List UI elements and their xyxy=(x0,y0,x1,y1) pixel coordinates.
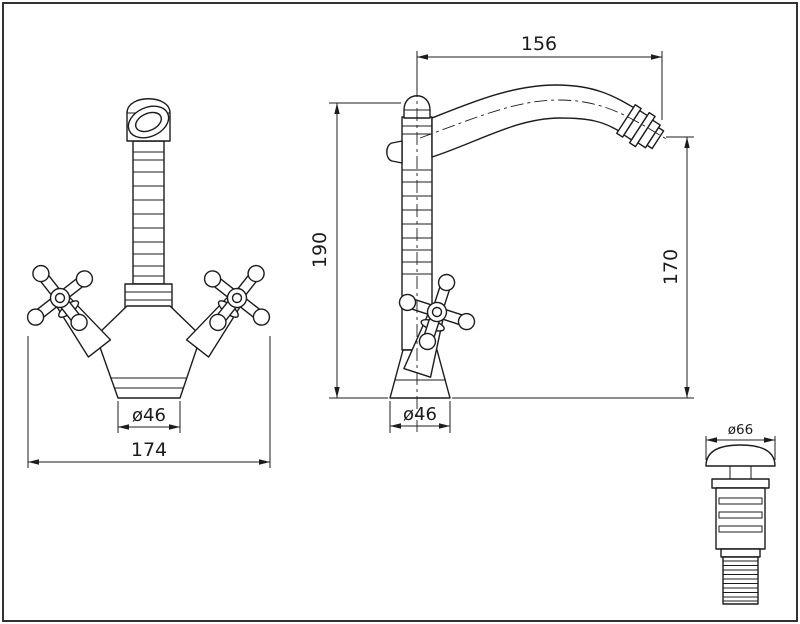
side-spout-height-label: 170 xyxy=(660,249,682,285)
front-base-rings xyxy=(111,377,186,389)
front-column-rings xyxy=(133,151,164,277)
side-aerator xyxy=(616,104,665,150)
drain-cap-diameter-label: ø66 xyxy=(728,422,753,438)
drain-flange xyxy=(711,478,770,489)
front-overall-width-label: 174 xyxy=(131,439,167,461)
drain-cap-stem xyxy=(729,466,752,479)
drain-overflow-slots xyxy=(718,497,763,533)
side-dim-spout-reach: 156 xyxy=(416,33,663,120)
side-finial xyxy=(403,95,431,119)
side-dim-base-diameter: ø46 xyxy=(389,401,451,433)
drain-neck-ring xyxy=(720,548,761,558)
side-spout xyxy=(431,84,637,158)
front-view xyxy=(5,98,291,399)
side-spout-centerline xyxy=(419,99,669,141)
drain-dim-cap-diameter: ø66 xyxy=(705,422,776,460)
side-dim-spout-height: 170 xyxy=(452,136,694,399)
side-dim-overall-height: 190 xyxy=(309,102,401,399)
side-nub xyxy=(386,140,403,164)
drain-thread xyxy=(722,556,759,605)
side-base-diameter-label: ø46 xyxy=(403,404,437,425)
drain-thread-lines xyxy=(723,560,758,602)
front-dim-base-diameter: ø46 xyxy=(117,401,181,433)
front-column xyxy=(132,140,165,285)
side-view xyxy=(380,84,669,432)
front-body xyxy=(95,305,202,399)
front-collar xyxy=(124,283,173,309)
extension-lines xyxy=(452,136,694,399)
front-collar-rings xyxy=(125,291,172,301)
extension-lines xyxy=(329,102,401,399)
extension-lines xyxy=(27,336,271,468)
drain-view: ø66 xyxy=(705,422,776,605)
side-spout-reach-label: 156 xyxy=(521,33,557,55)
drain-cap xyxy=(705,444,776,467)
front-spout-outlet-inner xyxy=(134,111,163,133)
front-dim-overall-width: 174 xyxy=(27,336,271,468)
side-overall-height-label: 190 xyxy=(309,232,331,268)
front-base-diameter-label: ø46 xyxy=(132,405,166,426)
side-handle xyxy=(380,263,486,385)
